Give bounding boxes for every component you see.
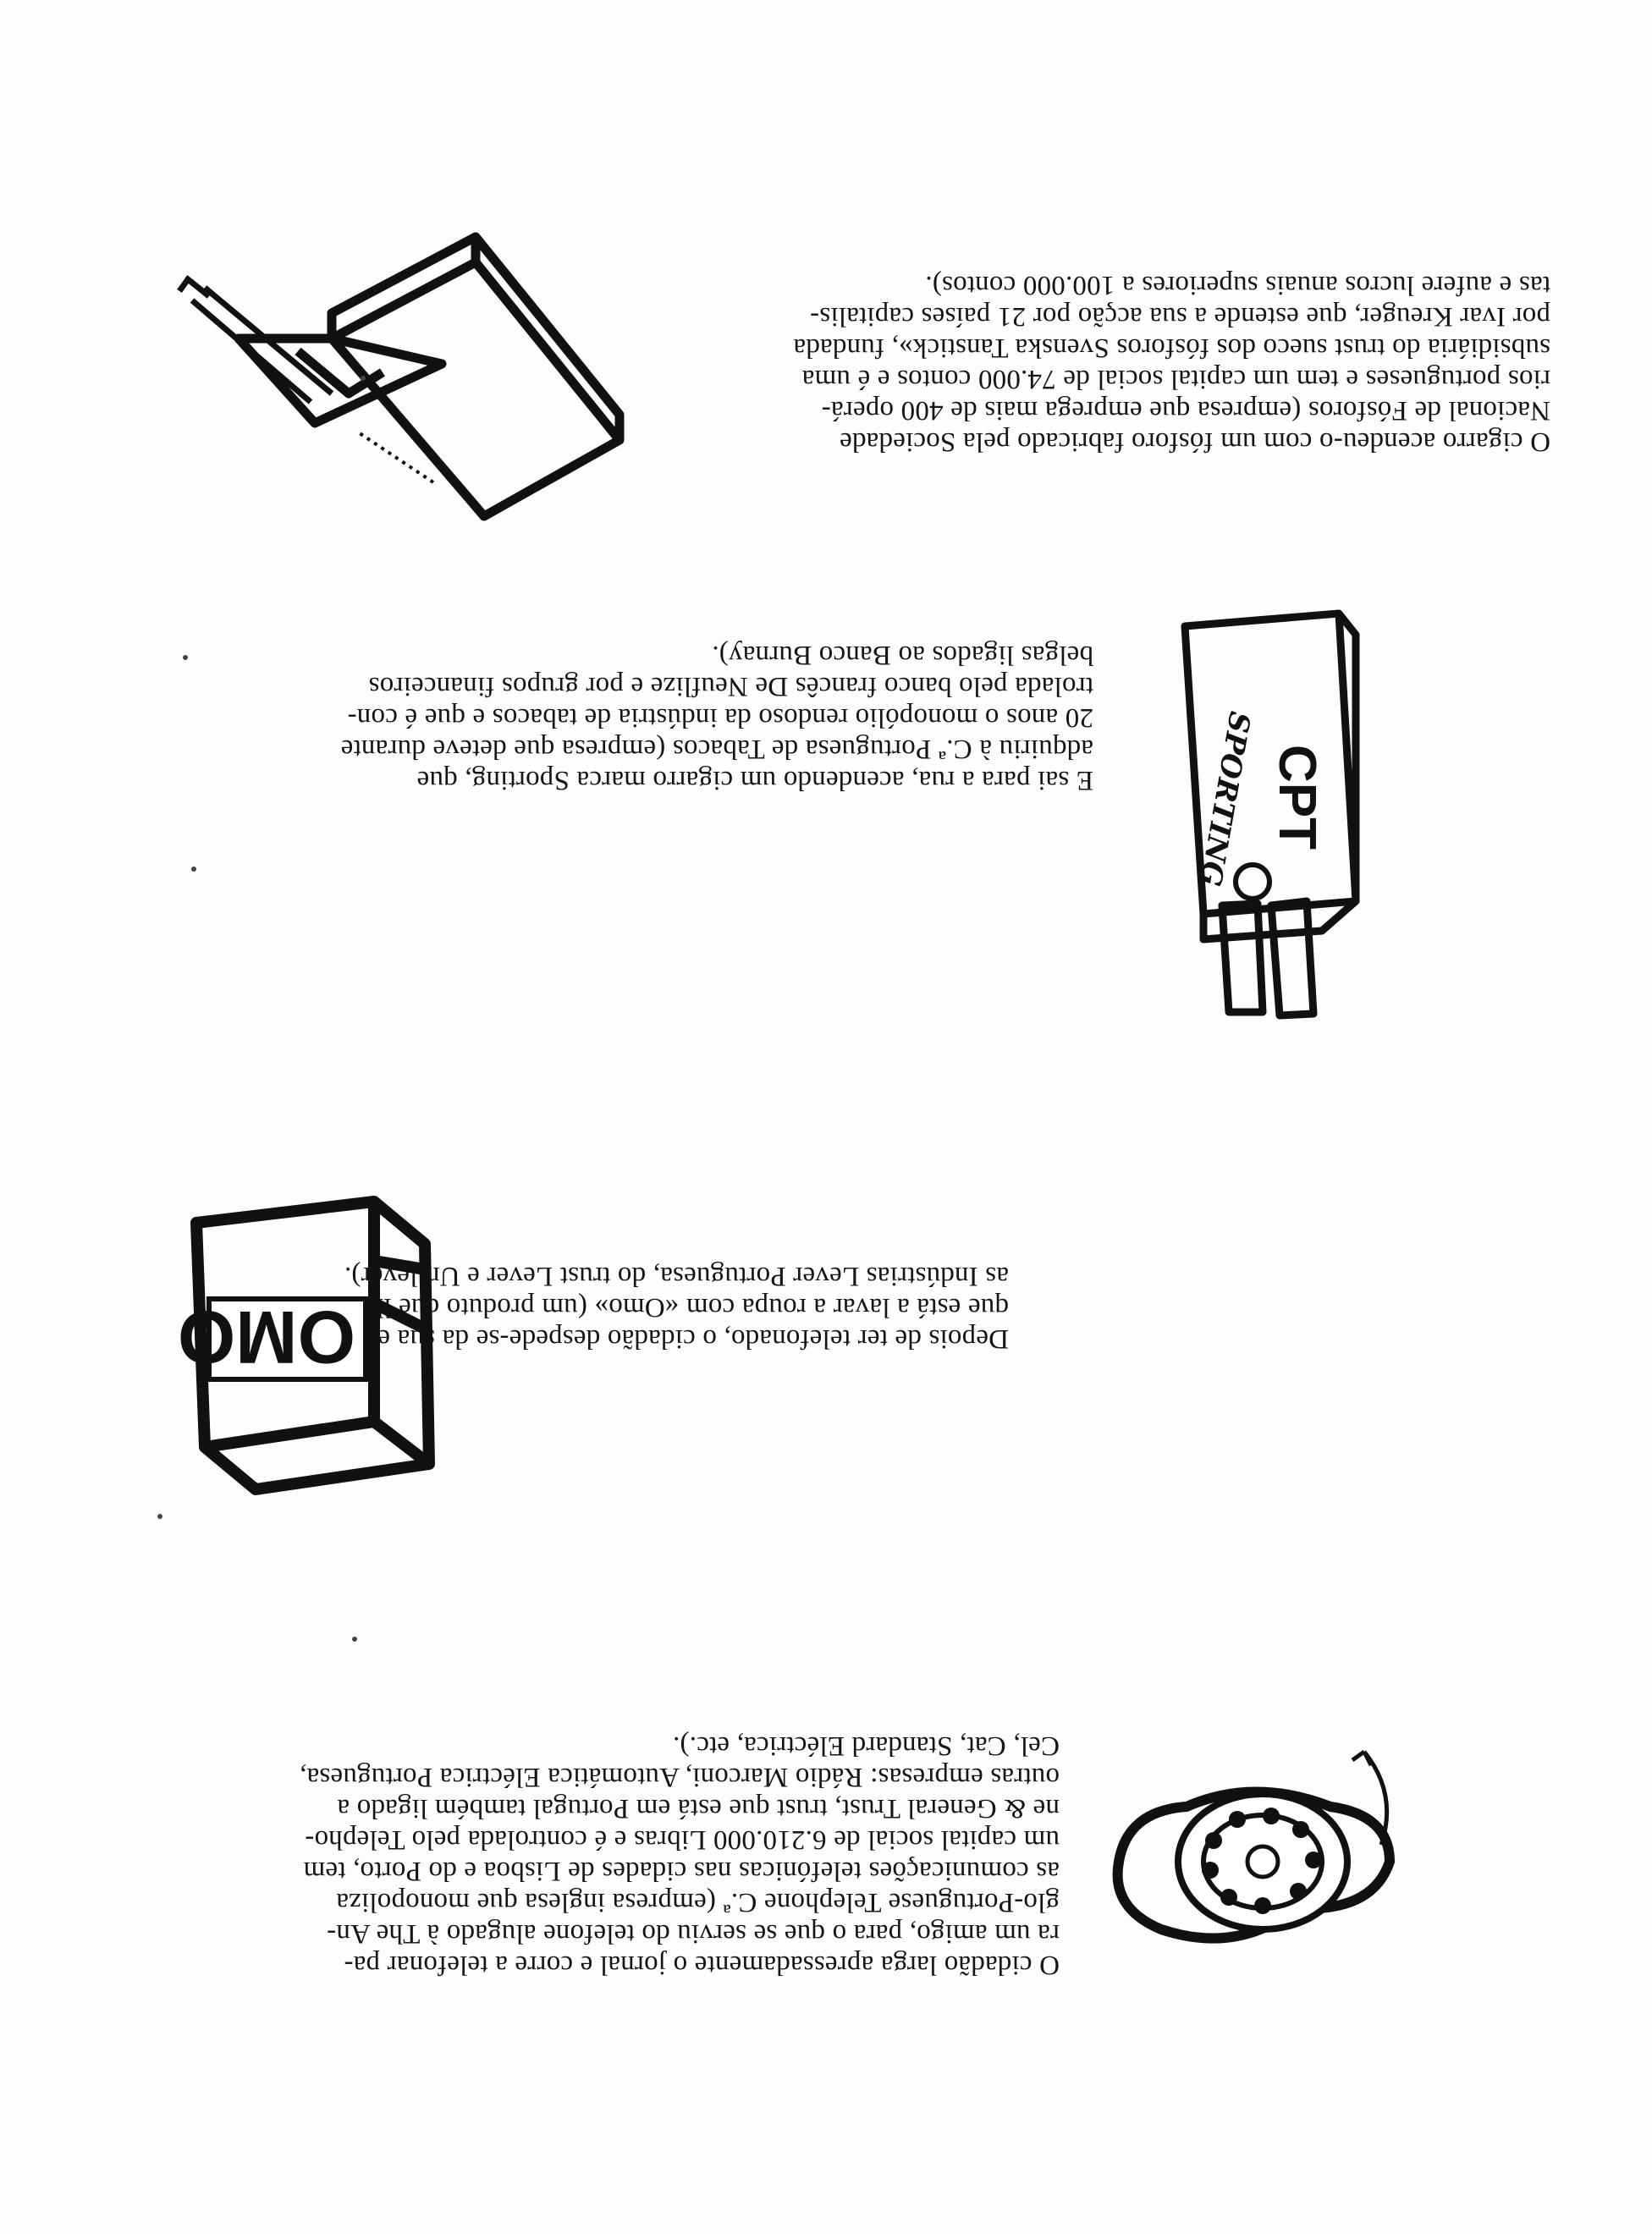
- omo-box-label: OMO: [179, 1296, 355, 1379]
- scan-speck: [352, 1637, 357, 1642]
- paragraph-line: um capital social de 6.210.000 Libras e …: [305, 1824, 1060, 1855]
- telephone-illustration: [1102, 1735, 1407, 1989]
- scan-speck: [361, 376, 366, 381]
- cigarette-pack-illustration: CPT SPORTING: [1170, 601, 1373, 1024]
- cigarette-paragraph: E sai para a rua, acendendo um cigarro m…: [340, 639, 1093, 795]
- paragraph-line: glo-Portuguese Telephone C.ª (empresa in…: [336, 1887, 1060, 1918]
- scan-speck: [183, 655, 188, 660]
- paragraph-line: 20 anos o monopólio rendoso da indústria…: [347, 702, 1093, 733]
- telephone-paragraph: O cidadão larga apressadamente o jornal …: [300, 1730, 1060, 1980]
- scan-speck: [157, 1514, 162, 1519]
- paragraph-line: ne & General Trust, trust que está em Po…: [337, 1793, 1060, 1824]
- cigarette-brand-label: SPORTING: [1192, 709, 1257, 889]
- matchbox-paragraph: O cigarro acendeu-o com um fósforo fabri…: [793, 269, 1550, 457]
- paragraph-line: ra um amigo, para o que se serviu do tel…: [326, 1918, 1060, 1949]
- paragraph-line: adquiriu à C.ª Portuguesa de Tabacos (em…: [340, 734, 1093, 764]
- omo-box-illustration: OMO: [179, 1193, 450, 1515]
- cigarette-pack-label: CPT: [1268, 745, 1326, 850]
- paragraph-line: belgas ligados ao Banco Burnay).: [712, 640, 1093, 670]
- paragraph-line: E sai para a rua, acendendo um cigarro m…: [416, 765, 1093, 795]
- paragraph-line: O cigarro acendeu-o com um fósforo fabri…: [839, 426, 1550, 457]
- paragraph-line: trolada pelo banco francês De Neuflize e…: [368, 671, 1094, 702]
- paragraph-line: Nacional de Fósforos (empresa que empreg…: [821, 395, 1550, 426]
- paragraph-line: as comunicações telefónicas nas cidades …: [303, 1856, 1060, 1886]
- scan-speck: [191, 867, 196, 872]
- paragraph-line: tas e aufere lucros anuais superiores a …: [925, 270, 1550, 300]
- matchbox-illustration: [162, 220, 636, 542]
- paragraph-line: rios portugueses e tem um capital social…: [801, 364, 1550, 394]
- paragraph-line: subsidiária do trust sueco dos fósforos …: [793, 333, 1550, 363]
- paragraph-line: outras empresas: Rádio Marconi, Automáti…: [299, 1762, 1060, 1792]
- paragraph-line: Cel, Cat, Standard Eléctrica, etc.).: [672, 1731, 1060, 1761]
- paragraph-line: O cidadão larga apressadamente o jornal …: [344, 1950, 1060, 1980]
- paragraph-line: por Ivar Kreuger, que estende a sua acçã…: [809, 301, 1550, 332]
